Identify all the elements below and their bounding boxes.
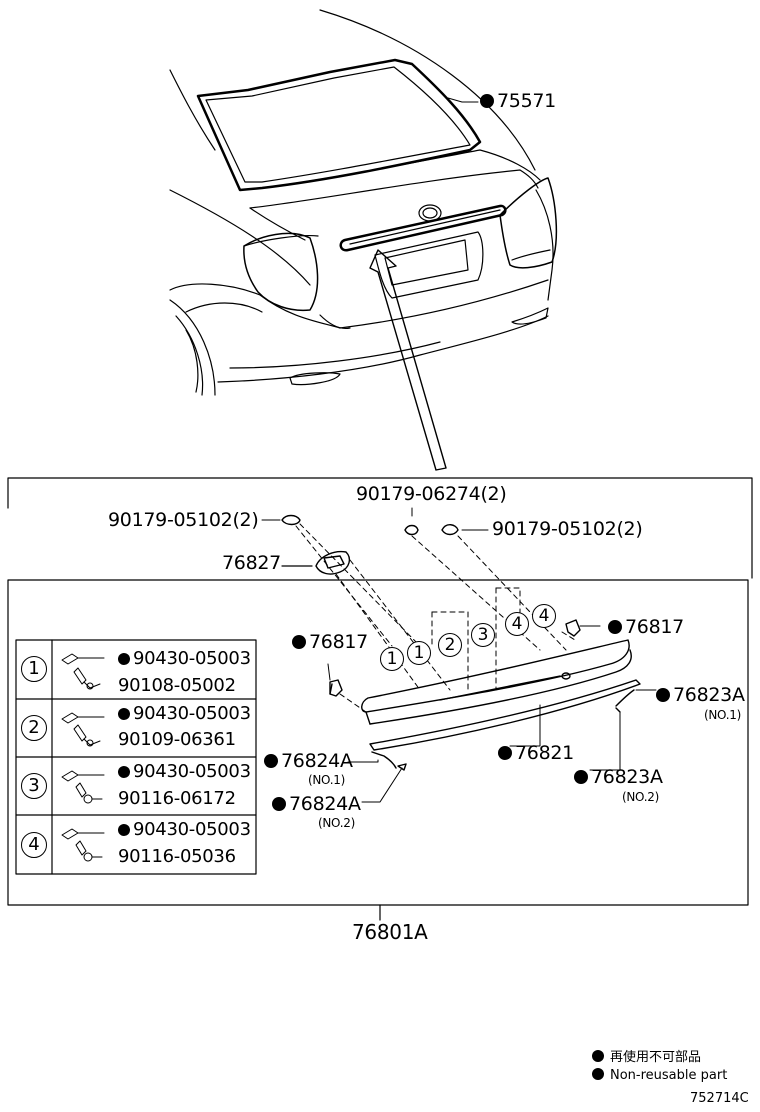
- marker-circle: 3: [471, 623, 495, 647]
- callout-76824A-no1-suffix: (NO.1): [308, 773, 345, 787]
- callout-76817-right: 76817: [608, 618, 684, 637]
- leader-lines: [261, 507, 657, 803]
- marker-circle: 4: [505, 612, 529, 636]
- non-reusable-dot-icon: [592, 1068, 604, 1080]
- non-reusable-dot-icon: [656, 688, 670, 702]
- location-arrow: [369, 249, 447, 471]
- table-screw-part: 90116-06172: [118, 788, 236, 809]
- table-clip-part: 90430-05003: [118, 821, 251, 839]
- callout-76824A-no1: 76824A: [264, 752, 353, 771]
- table-screw-part: 90108-05002: [118, 675, 236, 696]
- non-reusable-dot-icon: [118, 766, 130, 778]
- callout-76823A-no1-suffix: (NO.1): [704, 708, 741, 722]
- bracket-top: [7, 477, 753, 579]
- non-reusable-dot-icon: [574, 770, 588, 784]
- non-reusable-dot-icon: [272, 797, 286, 811]
- marker-circle: 4: [532, 604, 556, 628]
- non-reusable-dot-icon: [118, 653, 130, 665]
- table-key-circle: 2: [21, 715, 47, 741]
- callout-76824A-no2: 76824A: [272, 795, 361, 814]
- callout-76821: 76821: [498, 744, 574, 763]
- figure-id: 752714C: [690, 1091, 749, 1106]
- callout-76817-left: 76817: [292, 633, 368, 652]
- non-reusable-dot-icon: [608, 620, 622, 634]
- callout-90179-05102-left: 90179-05102(2): [108, 509, 259, 531]
- dashed-guide-lines: [295, 523, 576, 713]
- non-reusable-dot-icon: [264, 754, 278, 768]
- callout-76823A-no2: 76823A: [574, 768, 663, 787]
- legend-japanese: 再使用不可部品: [592, 1046, 701, 1065]
- non-reusable-dot-icon: [592, 1050, 604, 1062]
- table-clip-part: 90430-05003: [118, 650, 251, 668]
- table-clip-part: 90430-05003: [118, 763, 251, 781]
- non-reusable-dot-icon: [498, 746, 512, 760]
- non-reusable-dot-icon: [118, 824, 130, 836]
- non-reusable-dot-icon: [118, 708, 130, 720]
- callout-75571: 75571: [480, 92, 556, 111]
- callout-76827: 76827: [222, 552, 281, 574]
- marker-circle: 2: [438, 633, 462, 657]
- table-key-circle: 4: [21, 832, 47, 858]
- marker-circle: 1: [407, 641, 431, 665]
- callout-76823A-no1: 76823A: [656, 686, 745, 705]
- callout-90179-05102-right: 90179-05102(2): [492, 518, 643, 540]
- callout-76801A: 76801A: [352, 920, 428, 944]
- table-screw-part: 90109-06361: [118, 729, 236, 750]
- fastener-table-frame: [15, 639, 257, 875]
- table-clip-part: 90430-05003: [118, 705, 251, 723]
- marker-circle: 1: [380, 647, 404, 671]
- garnish-76821: [281, 514, 641, 771]
- car-rear-illustration: [169, 9, 558, 396]
- callout-76824A-no2-suffix: (NO.2): [318, 816, 355, 830]
- table-screw-part: 90116-05036: [118, 846, 236, 867]
- non-reusable-dot-icon: [480, 94, 494, 108]
- table-key-circle: 1: [21, 656, 47, 682]
- non-reusable-dot-icon: [292, 635, 306, 649]
- callout-76823A-no2-suffix: (NO.2): [622, 790, 659, 804]
- callout-90179-06274: 90179-06274(2): [356, 483, 507, 505]
- assembly-frame: [7, 579, 749, 906]
- table-clip-icons: [61, 653, 105, 862]
- table-key-circle: 3: [21, 773, 47, 799]
- legend-english: Non-reusable part: [592, 1068, 727, 1083]
